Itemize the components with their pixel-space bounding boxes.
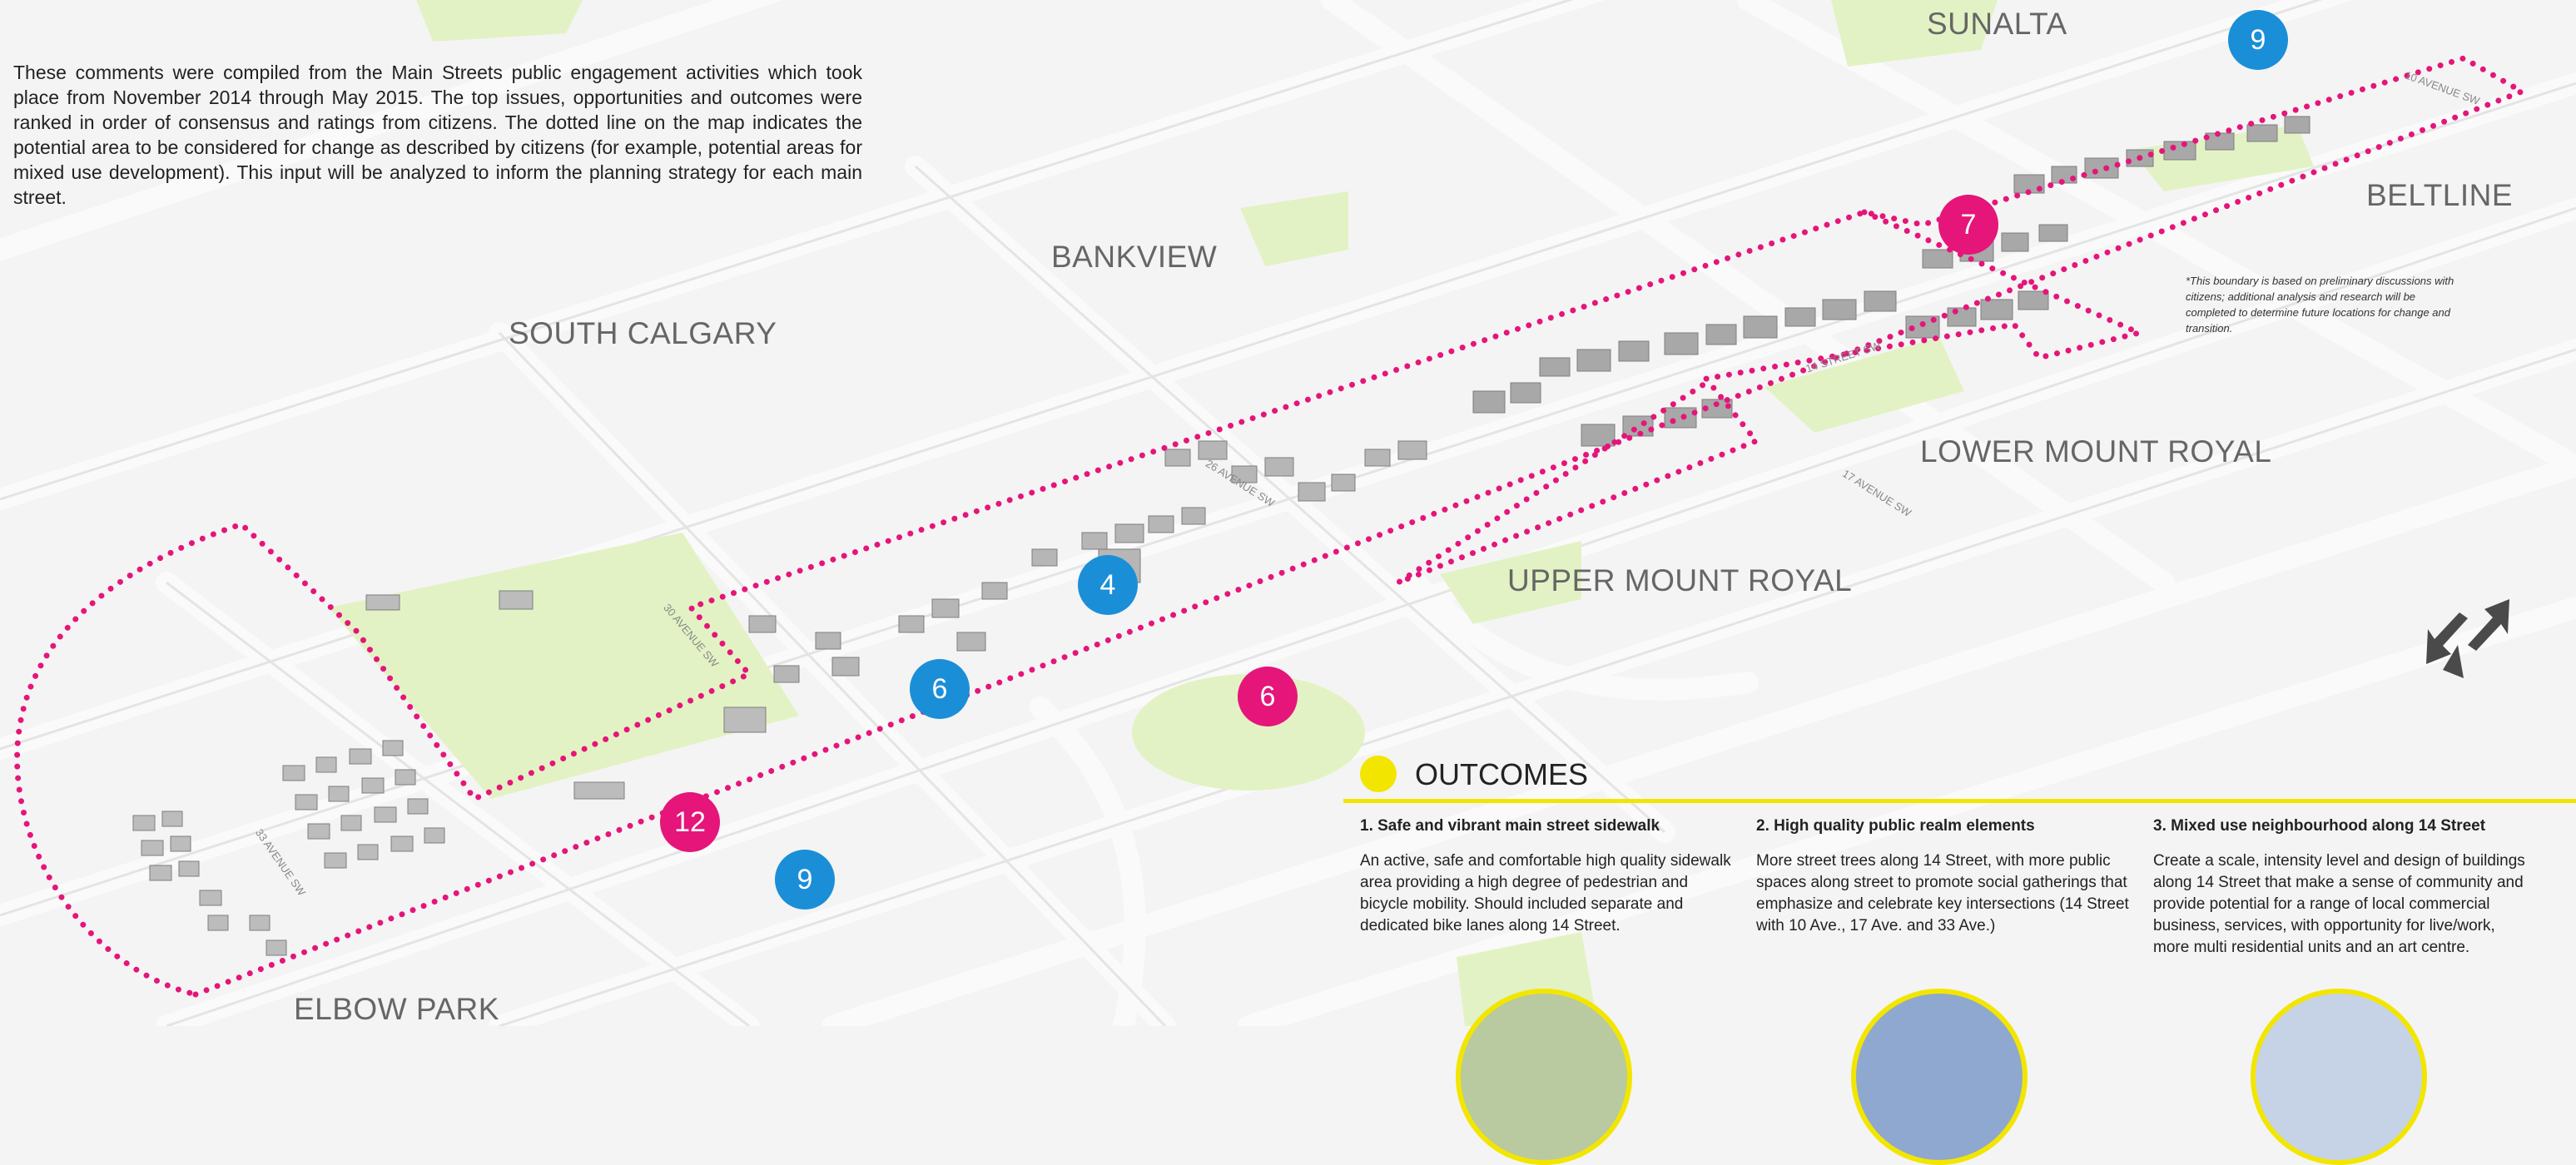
park-area — [1764, 337, 1964, 433]
park-area — [1440, 541, 1581, 624]
label-bankview: BANKVIEW — [1051, 240, 1218, 274]
outcome-item: 1. Safe and vibrant main street sidewalk… — [1360, 817, 1735, 937]
label-upper-mount-royal: UPPER MOUNT ROYAL — [1507, 563, 1853, 597]
building-cluster-elbow-park — [132, 590, 767, 956]
intro-paragraph: These comments were compiled from the Ma… — [13, 62, 862, 208]
study-area-boundary — [14, 55, 2529, 998]
outcomes-title: OUTCOMES — [1415, 757, 1589, 791]
park-area — [416, 0, 583, 42]
outcome-title: 3. Mixed use neighbourhood along 14 Stre… — [2153, 817, 2486, 835]
issue-marker[interactable]: 12 — [660, 792, 720, 852]
outcome-title: 1. Safe and vibrant main street sidewalk — [1360, 817, 1660, 835]
issue-marker[interactable]: 9 — [2228, 10, 2288, 70]
outcome-body: Create a scale, intensity level and desi… — [2153, 852, 2525, 956]
issue-marker[interactable]: 4 — [1078, 555, 1138, 615]
label-lower-mount-royal: LOWER MOUNT ROYAL — [1920, 434, 2272, 468]
outcome-bullet-icon — [1360, 756, 1397, 792]
label-elbow-park: ELBOW PARK — [294, 992, 499, 1026]
boundary-note: *This boundary is based on preliminary d… — [2186, 275, 2454, 335]
label-south-calgary: SOUTH CALGARY — [509, 316, 777, 350]
outcome-body: More street trees along 14 Street, with … — [1756, 852, 2129, 934]
issue-marker[interactable]: 9 — [775, 850, 835, 910]
outcomes-divider — [1343, 799, 2576, 803]
outcome-photo — [1456, 989, 1632, 1165]
issue-marker[interactable]: 6 — [1238, 667, 1298, 726]
issue-marker[interactable]: 7 — [1938, 195, 1998, 255]
outcome-title: 2. High quality public realm elements — [1756, 817, 2035, 835]
park-area — [1132, 674, 1365, 791]
map-canvas — [0, 0, 2576, 1026]
outcomes-panel: OUTCOMES 1. Safe and vibrant main street… — [1343, 741, 2576, 1165]
outcome-photo — [1851, 989, 2028, 1165]
north-arrow-icon — [2426, 599, 2509, 678]
label-sunalta: SUNALTA — [1927, 7, 2067, 41]
label-beltline: BELTLINE — [2366, 178, 2514, 212]
building-cluster-south — [748, 440, 1427, 683]
outcome-body: An active, safe and comfortable high qua… — [1360, 852, 1731, 934]
outcomes-header: OUTCOMES — [1352, 747, 2575, 792]
park-area — [1831, 0, 1998, 67]
outcome-item: 2. High quality public realm elements Mo… — [1756, 817, 2131, 937]
issue-marker[interactable]: 6 — [910, 659, 970, 719]
outcome-item: 3. Mixed use neighbourhood along 14 Stre… — [2153, 817, 2528, 959]
park-area — [329, 533, 799, 799]
outcome-photo — [2251, 989, 2427, 1165]
park-area — [1240, 191, 1348, 266]
